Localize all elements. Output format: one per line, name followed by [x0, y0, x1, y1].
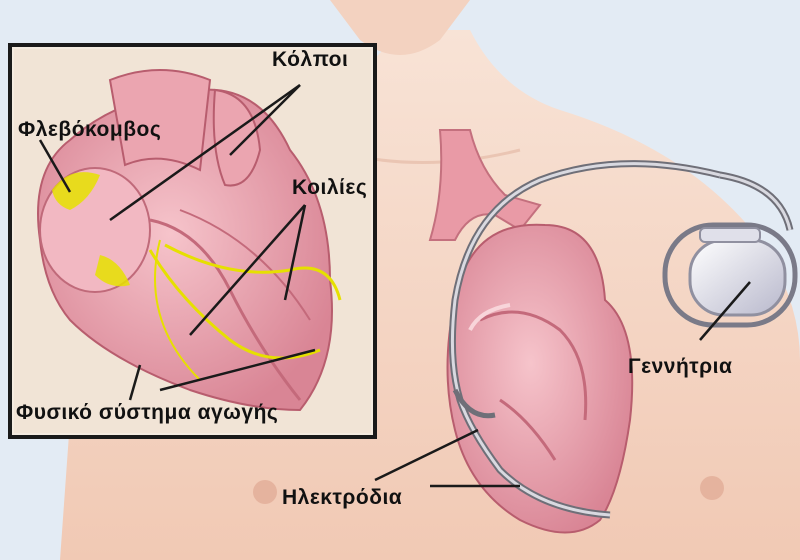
electrodes-label: Ηλεκτρόδια — [282, 486, 402, 510]
atria-label: Κόλποι — [272, 48, 348, 72]
right-nipple — [700, 476, 724, 500]
ventricles-label: Κοιλίες — [292, 176, 367, 200]
generator-label: Γεννήτρια — [628, 355, 732, 379]
conduction-system-label: Φυσικό σύστημα αγωγής — [16, 401, 278, 425]
left-nipple — [253, 480, 277, 504]
sinus-node-label: Φλεβόκομβος — [18, 118, 161, 142]
